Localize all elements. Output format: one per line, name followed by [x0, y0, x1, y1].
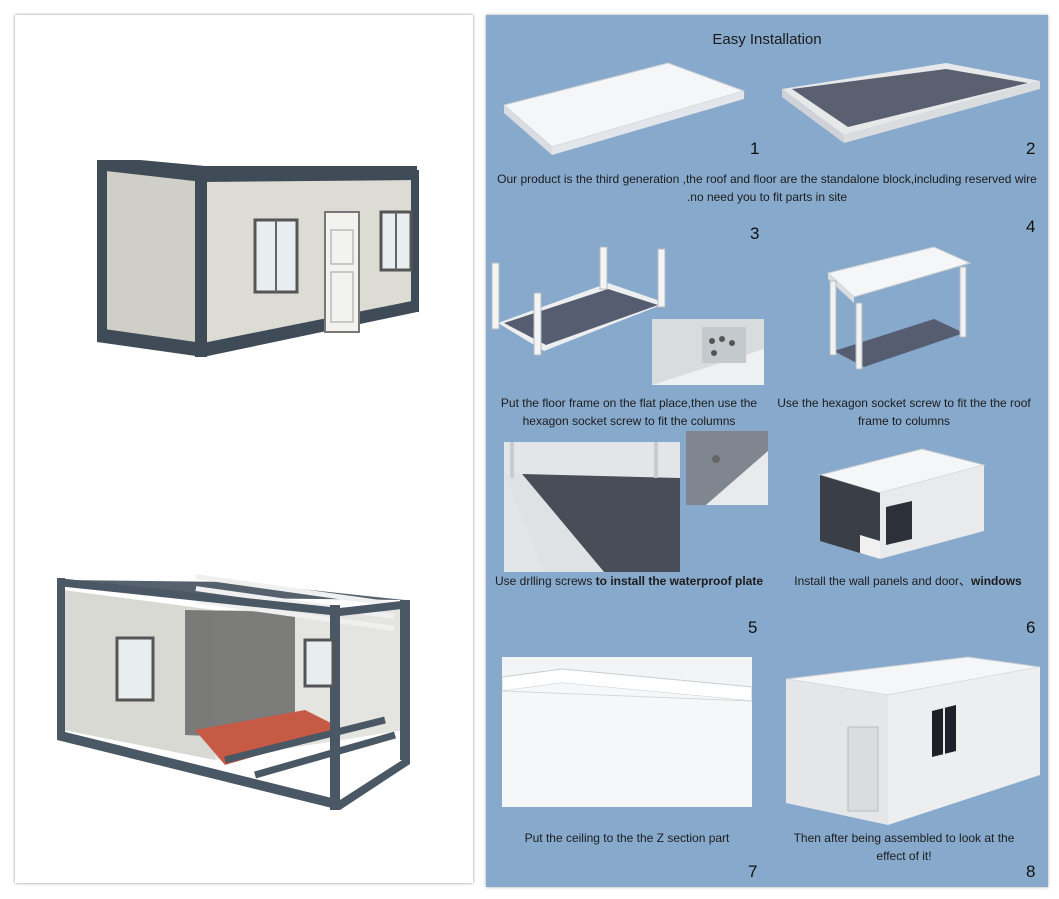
step-3-caption: Put the floor frame on the flat place,th…	[500, 396, 758, 428]
step-3-floor-frame-image	[491, 246, 666, 356]
step-number: 5	[748, 618, 758, 637]
step-7-ceiling-image	[502, 657, 752, 807]
step-5-caption-part: Use drlling screws	[494, 574, 596, 588]
step-1-roof-image	[502, 62, 746, 155]
step-8-finished-house-image	[785, 656, 1041, 825]
step-5-waterproof-plate-image	[504, 442, 680, 572]
step-number: 6	[1026, 618, 1036, 637]
step-3-screw-detail-image	[652, 319, 764, 385]
installation-title: Easy Installation	[712, 31, 822, 48]
installation-steps-panel: Easy Installation 1 2 Our product is the…	[486, 15, 1048, 887]
product-gallery-panel	[15, 15, 473, 883]
step-number: 2	[1026, 139, 1036, 158]
step-number: 3	[750, 224, 760, 243]
intro-caption: Our product is the third generation ,the…	[497, 172, 1037, 204]
step-4-caption: Use the hexagon socket screw to fit the …	[777, 396, 1031, 428]
container-house-closed-image	[97, 160, 419, 357]
container-house-open-frame-image	[57, 574, 410, 810]
step-number: 8	[1026, 862, 1036, 881]
step-number: 7	[748, 862, 758, 881]
step-5-caption: Use drlling screws to install the waterp…	[488, 572, 770, 590]
step-number: 4	[1026, 217, 1036, 236]
step-5-caption-bold: to install the waterproof plate	[595, 574, 764, 588]
step-6-caption-bold: windows	[971, 574, 1022, 588]
step-number: 1	[750, 139, 760, 158]
step-6-caption-part: Install the wall panels and door、	[794, 574, 972, 588]
step-2-floor-image	[782, 63, 1040, 143]
step-4-roof-frame-image	[826, 246, 972, 370]
step-6-caption: Install the wall panels and door、windows	[772, 572, 1044, 590]
step-7-caption: Put the ceiling to the the Z section par…	[524, 831, 730, 845]
step-5-screw-detail-image	[686, 431, 768, 505]
step-8-caption: Then after being assembled to look at th…	[793, 831, 1015, 863]
step-6-wall-panels-image	[818, 448, 986, 559]
